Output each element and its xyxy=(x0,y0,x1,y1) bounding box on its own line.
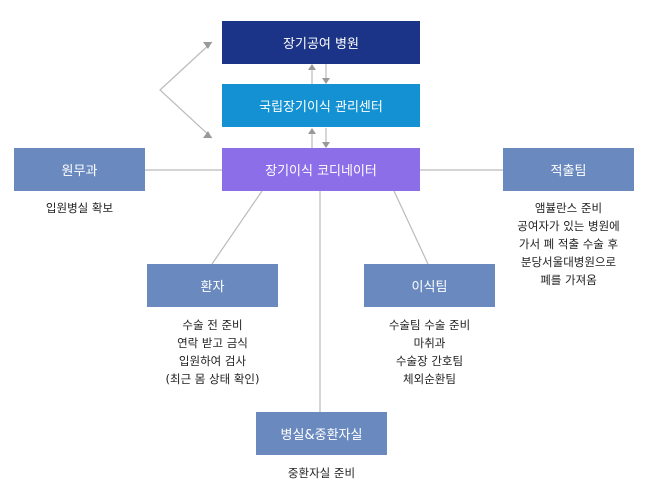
center-label: 국립장기이식 관리센터 xyxy=(259,100,383,115)
admin-label: 원무과 xyxy=(61,164,98,179)
line-patient xyxy=(211,190,263,265)
line-transplant xyxy=(393,190,429,265)
arrow-head-hospital xyxy=(203,42,212,49)
extraction-description: 앰뷸란스 준비 공여자가 있는 병원에 가서 폐 적출 수술 후 분당서울대병원… xyxy=(494,199,643,289)
extraction-desc-line: 분당서울대병원으로 xyxy=(520,255,617,269)
center-node: 국립장기이식 관리센터 xyxy=(222,84,420,127)
arrow-up-1-head xyxy=(308,64,316,70)
admin-description: 입원병실 확보 xyxy=(14,199,145,217)
transplant-description: 수술팀 수술 준비 마취과 수술장 간호팀 체외순환팀 xyxy=(359,316,500,388)
transplant-desc-line: 마취과 xyxy=(413,336,446,350)
patient-desc-line: (최근 몸 상태 확인) xyxy=(165,372,260,386)
patient-label: 환자 xyxy=(200,280,225,295)
ward-label: 병실&중환자실 xyxy=(280,428,363,443)
arrow-up-2-head xyxy=(308,128,316,134)
arrow-down-2-head xyxy=(322,142,330,148)
transplant-desc-line: 수술팀 수술 준비 xyxy=(388,318,471,332)
extraction-node: 적출팀 xyxy=(503,148,634,191)
ward-desc-line: 중환자실 준비 xyxy=(287,466,356,480)
extraction-desc-line: 폐를 가져옴 xyxy=(540,273,597,287)
extraction-label: 적출팀 xyxy=(550,164,587,179)
patient-description: 수술 전 준비 연락 받고 금식 입원하여 검사 (최근 몸 상태 확인) xyxy=(142,316,283,388)
hospital-label: 장기공여 병원 xyxy=(283,37,359,52)
transplant-desc-line: 체외순환팀 xyxy=(403,372,456,386)
transplant-node: 이식팀 xyxy=(364,264,495,307)
patient-desc-line: 수술 전 준비 xyxy=(182,318,243,332)
transplant-label: 이식팀 xyxy=(411,280,448,295)
coordinator-label: 장기이식 코디네이터 xyxy=(265,164,377,179)
extraction-desc-line: 앰뷸란스 준비 xyxy=(534,201,603,215)
extraction-desc-line: 가서 폐 적출 수술 후 xyxy=(518,237,619,251)
patient-desc-line: 입원하여 검사 xyxy=(178,354,247,368)
arrow-head-coordinator xyxy=(203,131,212,138)
transplant-desc-line: 수술장 간호팀 xyxy=(395,354,464,368)
ward-node: 병실&중환자실 xyxy=(256,412,387,455)
hospital-node: 장기공여 병원 xyxy=(222,21,420,64)
extraction-desc-line: 공여자가 있는 병원에 xyxy=(517,219,620,233)
coordinator-node: 장기이식 코디네이터 xyxy=(222,148,420,191)
patient-node: 환자 xyxy=(147,264,278,307)
patient-desc-line: 연락 받고 금식 xyxy=(177,336,248,350)
admin-node: 원무과 xyxy=(14,148,145,191)
ward-description: 중환자실 준비 xyxy=(251,464,392,482)
return-bracket xyxy=(159,41,213,139)
admin-desc-line: 입원병실 확보 xyxy=(45,201,114,215)
arrow-down-1-head xyxy=(322,78,330,84)
